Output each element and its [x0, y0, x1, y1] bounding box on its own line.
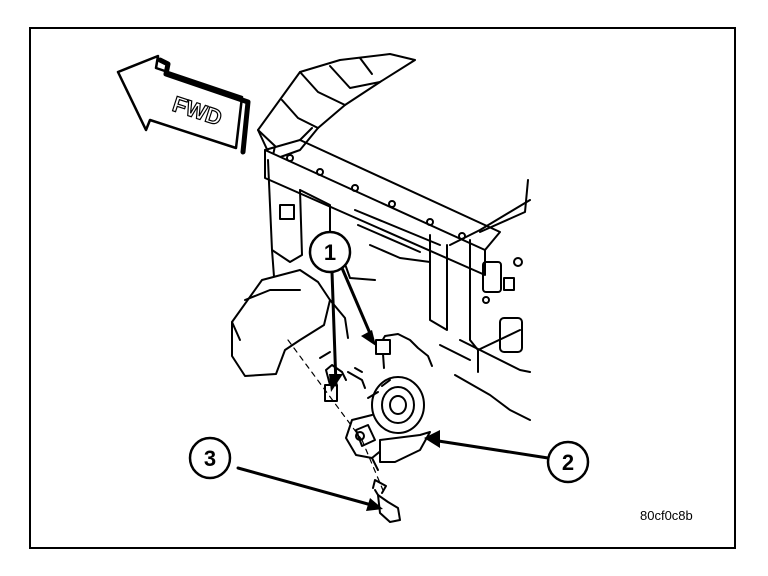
- callout-label-3: 3: [204, 446, 216, 471]
- callout-circle-2: [546, 440, 590, 484]
- callout-label-2: 2: [562, 450, 574, 475]
- callout-circle-3: [188, 436, 232, 480]
- horn-bolt: [372, 479, 401, 523]
- fender-bracket: [231, 269, 349, 377]
- radiator-support: [257, 53, 531, 421]
- alignment-line: [287, 339, 363, 441]
- horn-wiring: [319, 333, 433, 402]
- horn-assembly: [345, 376, 431, 471]
- leader-lines: [236, 266, 550, 508]
- fwd-arrow-icon: [116, 54, 251, 155]
- leader-arrowheads: [329, 330, 440, 511]
- callout-label-1: 1: [324, 240, 336, 265]
- figure-reference-code: 80cf0c8b: [640, 508, 693, 523]
- figure-border: [29, 27, 736, 549]
- callout-circle-1: [308, 230, 352, 274]
